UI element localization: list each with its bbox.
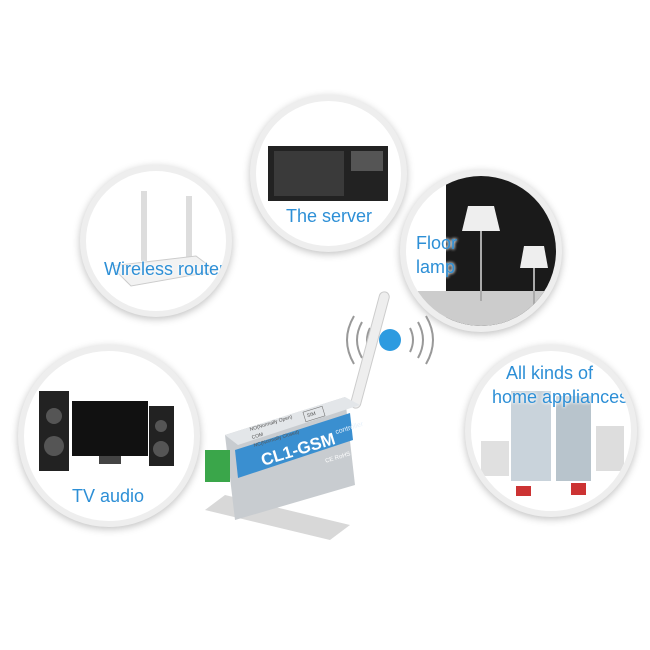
- floor-lamp-label: Floor lamp: [416, 231, 457, 279]
- wifi-signal-icon: [346, 315, 434, 365]
- server-label: The server: [286, 206, 373, 226]
- home-appliances-label-line2: home appliances: [492, 387, 629, 407]
- router-icon: [109, 191, 218, 287]
- home-appliances-label: All kinds of home appliances: [492, 361, 628, 409]
- wireless-router-bubble: Wireless router: [80, 165, 232, 317]
- floor-lamp-bubble: Floor lamp: [400, 170, 562, 332]
- tv-audio-label: TV audio: [72, 486, 145, 506]
- appliances-icon: [481, 391, 624, 496]
- floor-lamp-label-line2: lamp: [416, 257, 456, 277]
- server-bubble: The server: [250, 95, 407, 252]
- wireless-router-label: Wireless router: [104, 259, 226, 279]
- cl1-gsm-controller: CL1-GSM controller NO(Normally Open) COM…: [200, 285, 400, 545]
- home-appliances-bubble: All kinds of home appliances: [465, 345, 637, 517]
- device-body: [205, 291, 390, 540]
- floor-lamp-label-line1: Floor: [416, 233, 458, 253]
- server-icon: [268, 146, 388, 201]
- home-appliances-label-line1: All kinds of: [506, 363, 594, 383]
- tv-icon: [39, 391, 174, 471]
- tv-audio-bubble: TV audio: [18, 345, 200, 527]
